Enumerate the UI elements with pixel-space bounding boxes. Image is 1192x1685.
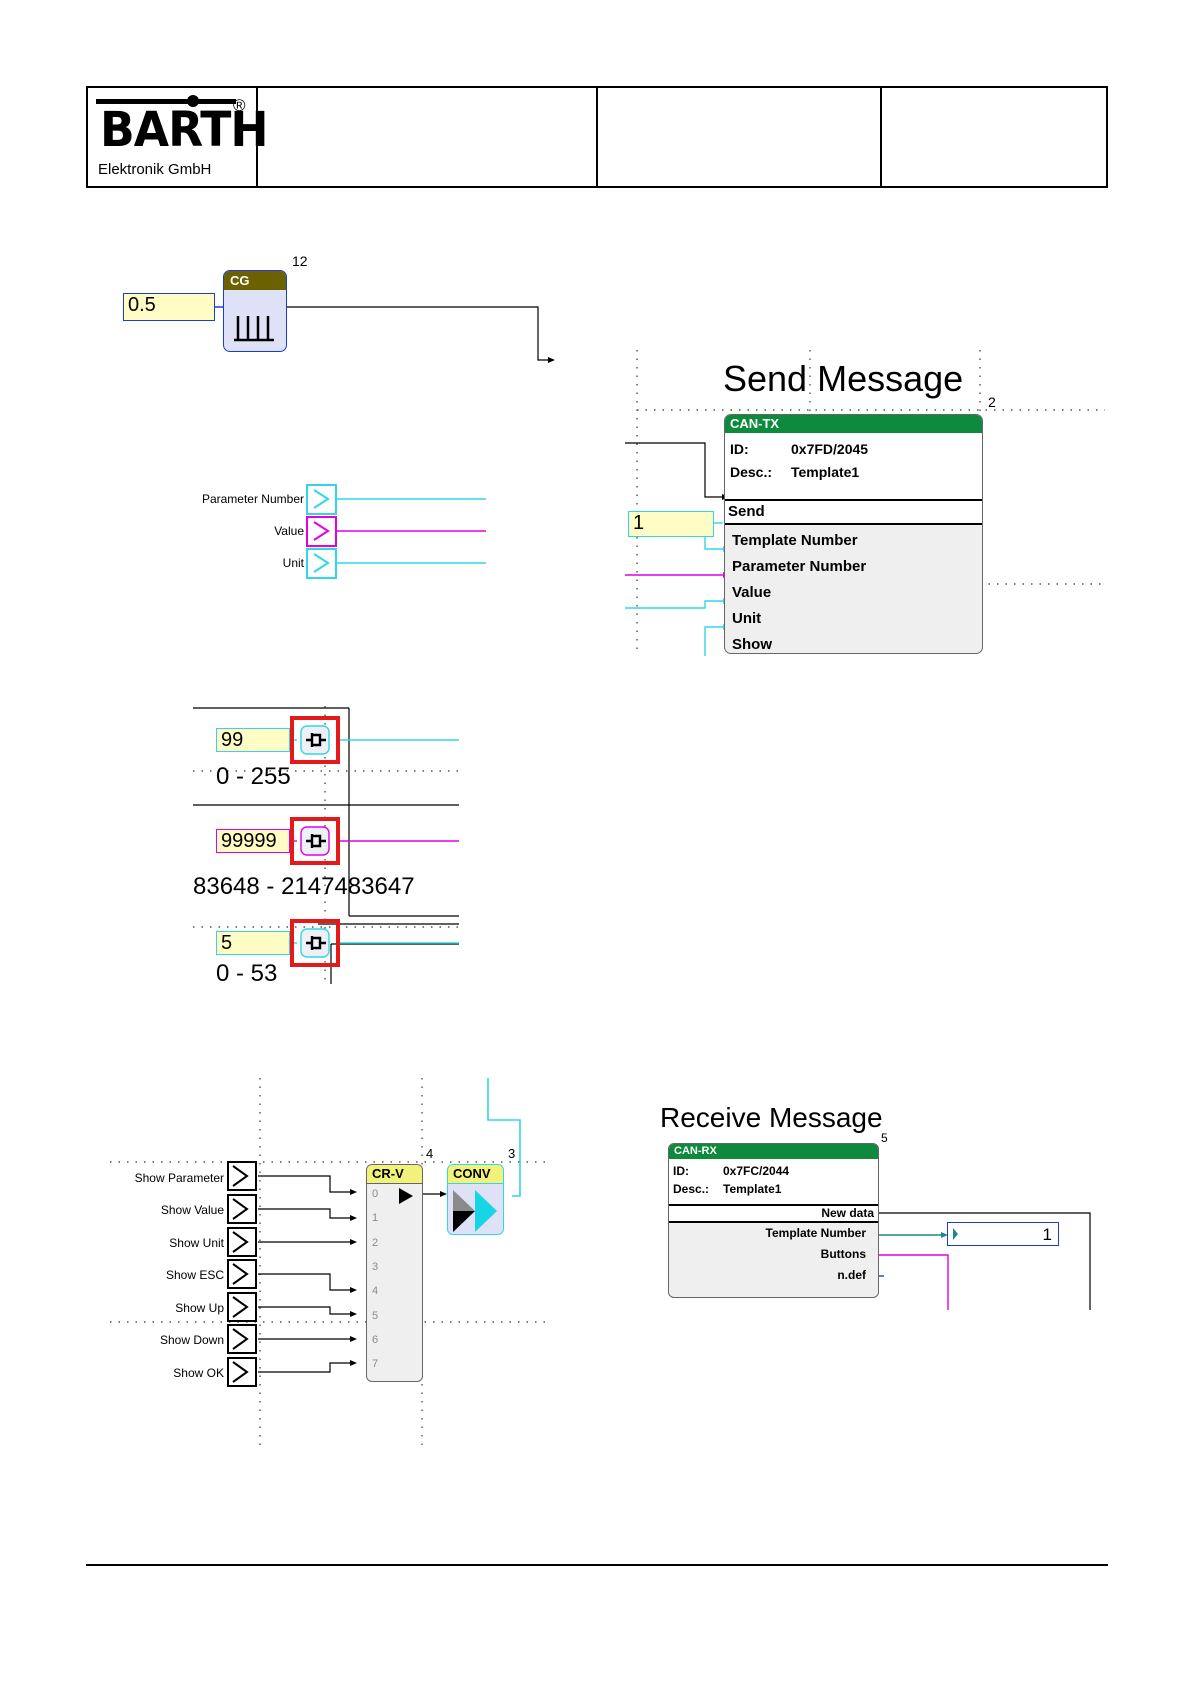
cg-block-index: 12 bbox=[292, 253, 308, 269]
can-tx-desc-value: Template1 bbox=[791, 464, 860, 480]
param-label-value: Value bbox=[274, 524, 304, 538]
send-message-heading: Send Message bbox=[723, 358, 964, 399]
crv-pin-5[interactable]: 5 bbox=[372, 1310, 379, 1322]
logo-bar-icon bbox=[96, 95, 236, 107]
can-tx-block[interactable]: CAN-TX ID: 0x7FD/2045 Desc.: Template1 S… bbox=[724, 414, 983, 654]
can-rx-index: 5 bbox=[881, 1131, 888, 1145]
converter-icon bbox=[453, 1190, 497, 1232]
template-number-input[interactable]: 1 bbox=[628, 511, 714, 537]
can-tx-desc-label: Desc.: bbox=[730, 464, 773, 480]
constant-block-2[interactable] bbox=[290, 817, 340, 865]
header-cell-2 bbox=[256, 88, 258, 186]
can-tx-input-parameter-number[interactable]: Parameter Number bbox=[732, 558, 867, 575]
conv-block-title: CONV bbox=[448, 1165, 503, 1184]
param-label-unit: Unit bbox=[282, 556, 304, 570]
crv-pin-0[interactable]: 0 bbox=[372, 1188, 379, 1200]
constant-block-3[interactable] bbox=[290, 919, 340, 967]
constants-figure: 99 0 - 255 99999 83648 - 2147483647 5 0 … bbox=[193, 706, 459, 984]
can-tx-input-unit[interactable]: Unit bbox=[732, 610, 762, 627]
cg-input-field[interactable]: 0.5 bbox=[123, 293, 215, 321]
crv-block-title: CR-V bbox=[367, 1165, 422, 1184]
param-label-parameter-number: Parameter Number bbox=[201, 492, 304, 506]
can-rx-title: CAN-RX bbox=[669, 1144, 878, 1159]
can-rx-block[interactable]: CAN-RX ID: 0x7FC/2044 Desc.: Template1 N… bbox=[668, 1143, 879, 1298]
header-cell-4 bbox=[880, 88, 882, 186]
can-rx-new-data-row[interactable]: New data bbox=[669, 1204, 878, 1223]
constant-99-input[interactable]: 99 bbox=[216, 728, 290, 752]
crv-pin-4[interactable]: 4 bbox=[372, 1285, 379, 1297]
can-rx-output-new-data: New data bbox=[821, 1206, 874, 1220]
crv-pin-1[interactable]: 1 bbox=[372, 1212, 379, 1224]
conv-block-index: 3 bbox=[508, 1146, 516, 1161]
can-tx-input-show[interactable]: Show bbox=[732, 636, 772, 653]
parameter-connector-shapes bbox=[306, 484, 486, 579]
can-tx-info: ID: 0x7FD/2045 Desc.: Template1 bbox=[725, 433, 982, 499]
can-rx-output-buttons[interactable]: Buttons bbox=[820, 1247, 866, 1261]
can-rx-desc-label: Desc.: bbox=[673, 1182, 710, 1196]
crv-input-show-ok: Show OK bbox=[173, 1366, 224, 1380]
can-rx-id-value: 0x7FC/2044 bbox=[723, 1164, 790, 1178]
barth-logo: BARTH ® Elektronik GmbH bbox=[88, 88, 269, 186]
crv-pin-7[interactable]: 7 bbox=[372, 1358, 379, 1370]
display-marker-icon bbox=[953, 1228, 958, 1240]
crv-block-index: 4 bbox=[426, 1146, 434, 1161]
crv-input-show-down: Show Down bbox=[159, 1333, 224, 1347]
can-tx-input-value[interactable]: Value bbox=[732, 584, 772, 601]
crv-input-show-unit: Show Unit bbox=[169, 1236, 224, 1250]
header-cell-3 bbox=[596, 88, 598, 186]
constant-99-range: 0 - 255 bbox=[216, 763, 291, 790]
crv-input-show-esc: Show ESC bbox=[165, 1268, 224, 1282]
crv-grid-and-wires bbox=[110, 1078, 550, 1448]
can-rx-output-template-number[interactable]: Template Number bbox=[765, 1226, 866, 1240]
constant-icon bbox=[300, 928, 330, 958]
can-rx-wires bbox=[878, 1212, 1091, 1310]
constants-grid-lines bbox=[193, 706, 459, 984]
footer-rule bbox=[86, 1564, 1108, 1566]
can-tx-title: CAN-TX bbox=[725, 415, 982, 433]
constant-99999-range: 83648 - 2147483647 bbox=[193, 873, 415, 900]
constant-icon bbox=[300, 725, 330, 755]
can-rx-id-label: ID: bbox=[673, 1164, 689, 1178]
cg-block-title: CG bbox=[224, 271, 286, 290]
crv-input-show-value: Show Value bbox=[160, 1203, 224, 1217]
can-tx-id-label: ID: bbox=[730, 441, 749, 457]
cg-wires bbox=[215, 306, 555, 363]
logo-word: BARTH bbox=[100, 102, 269, 158]
constant-5-input[interactable]: 5 bbox=[216, 931, 290, 955]
crv-input-show-up: Show Up bbox=[175, 1301, 224, 1315]
can-tx-id-value: 0x7FD/2045 bbox=[791, 441, 869, 457]
crv-block[interactable]: CR-V 0 1 2 3 4 5 6 7 bbox=[366, 1164, 423, 1382]
receive-message-heading: Receive Message bbox=[660, 1102, 883, 1133]
constant-5-range: 0 - 53 bbox=[216, 960, 278, 984]
crv-pin-2[interactable]: 2 bbox=[372, 1237, 379, 1249]
can-tx-input-template-number[interactable]: Template Number bbox=[732, 532, 858, 549]
pulse-generator-icon bbox=[234, 316, 274, 342]
can-rx-output-ndef[interactable]: n.def bbox=[837, 1268, 866, 1282]
can-rx-info: ID: 0x7FC/2044 Desc.: Template1 bbox=[669, 1159, 878, 1204]
logo-subtitle: Elektronik GmbH bbox=[98, 161, 212, 178]
cg-block[interactable]: CG bbox=[223, 270, 287, 352]
crv-pin-3[interactable]: 3 bbox=[372, 1261, 379, 1273]
can-tx-input-send: Send bbox=[728, 503, 765, 520]
constant-icon bbox=[300, 826, 330, 856]
logo-registered-mark: ® bbox=[233, 96, 246, 115]
constant-block-1[interactable] bbox=[290, 716, 340, 764]
can-rx-desc-value: Template1 bbox=[723, 1182, 782, 1196]
can-rx-display-value: 1 bbox=[1042, 1225, 1052, 1244]
crv-pin-6[interactable]: 6 bbox=[372, 1334, 379, 1346]
constant-99999-input[interactable]: 99999 bbox=[216, 829, 290, 853]
conv-block[interactable]: CONV bbox=[447, 1164, 504, 1235]
can-tx-send-row[interactable]: Send bbox=[725, 499, 982, 525]
can-rx-display[interactable]: 1 bbox=[947, 1222, 1059, 1246]
document-header: BARTH ® Elektronik GmbH bbox=[86, 86, 1108, 188]
can-tx-index: 2 bbox=[988, 394, 996, 410]
play-arrow-icon bbox=[399, 1188, 413, 1204]
crv-input-show-parameter: Show Parameter bbox=[134, 1171, 224, 1185]
